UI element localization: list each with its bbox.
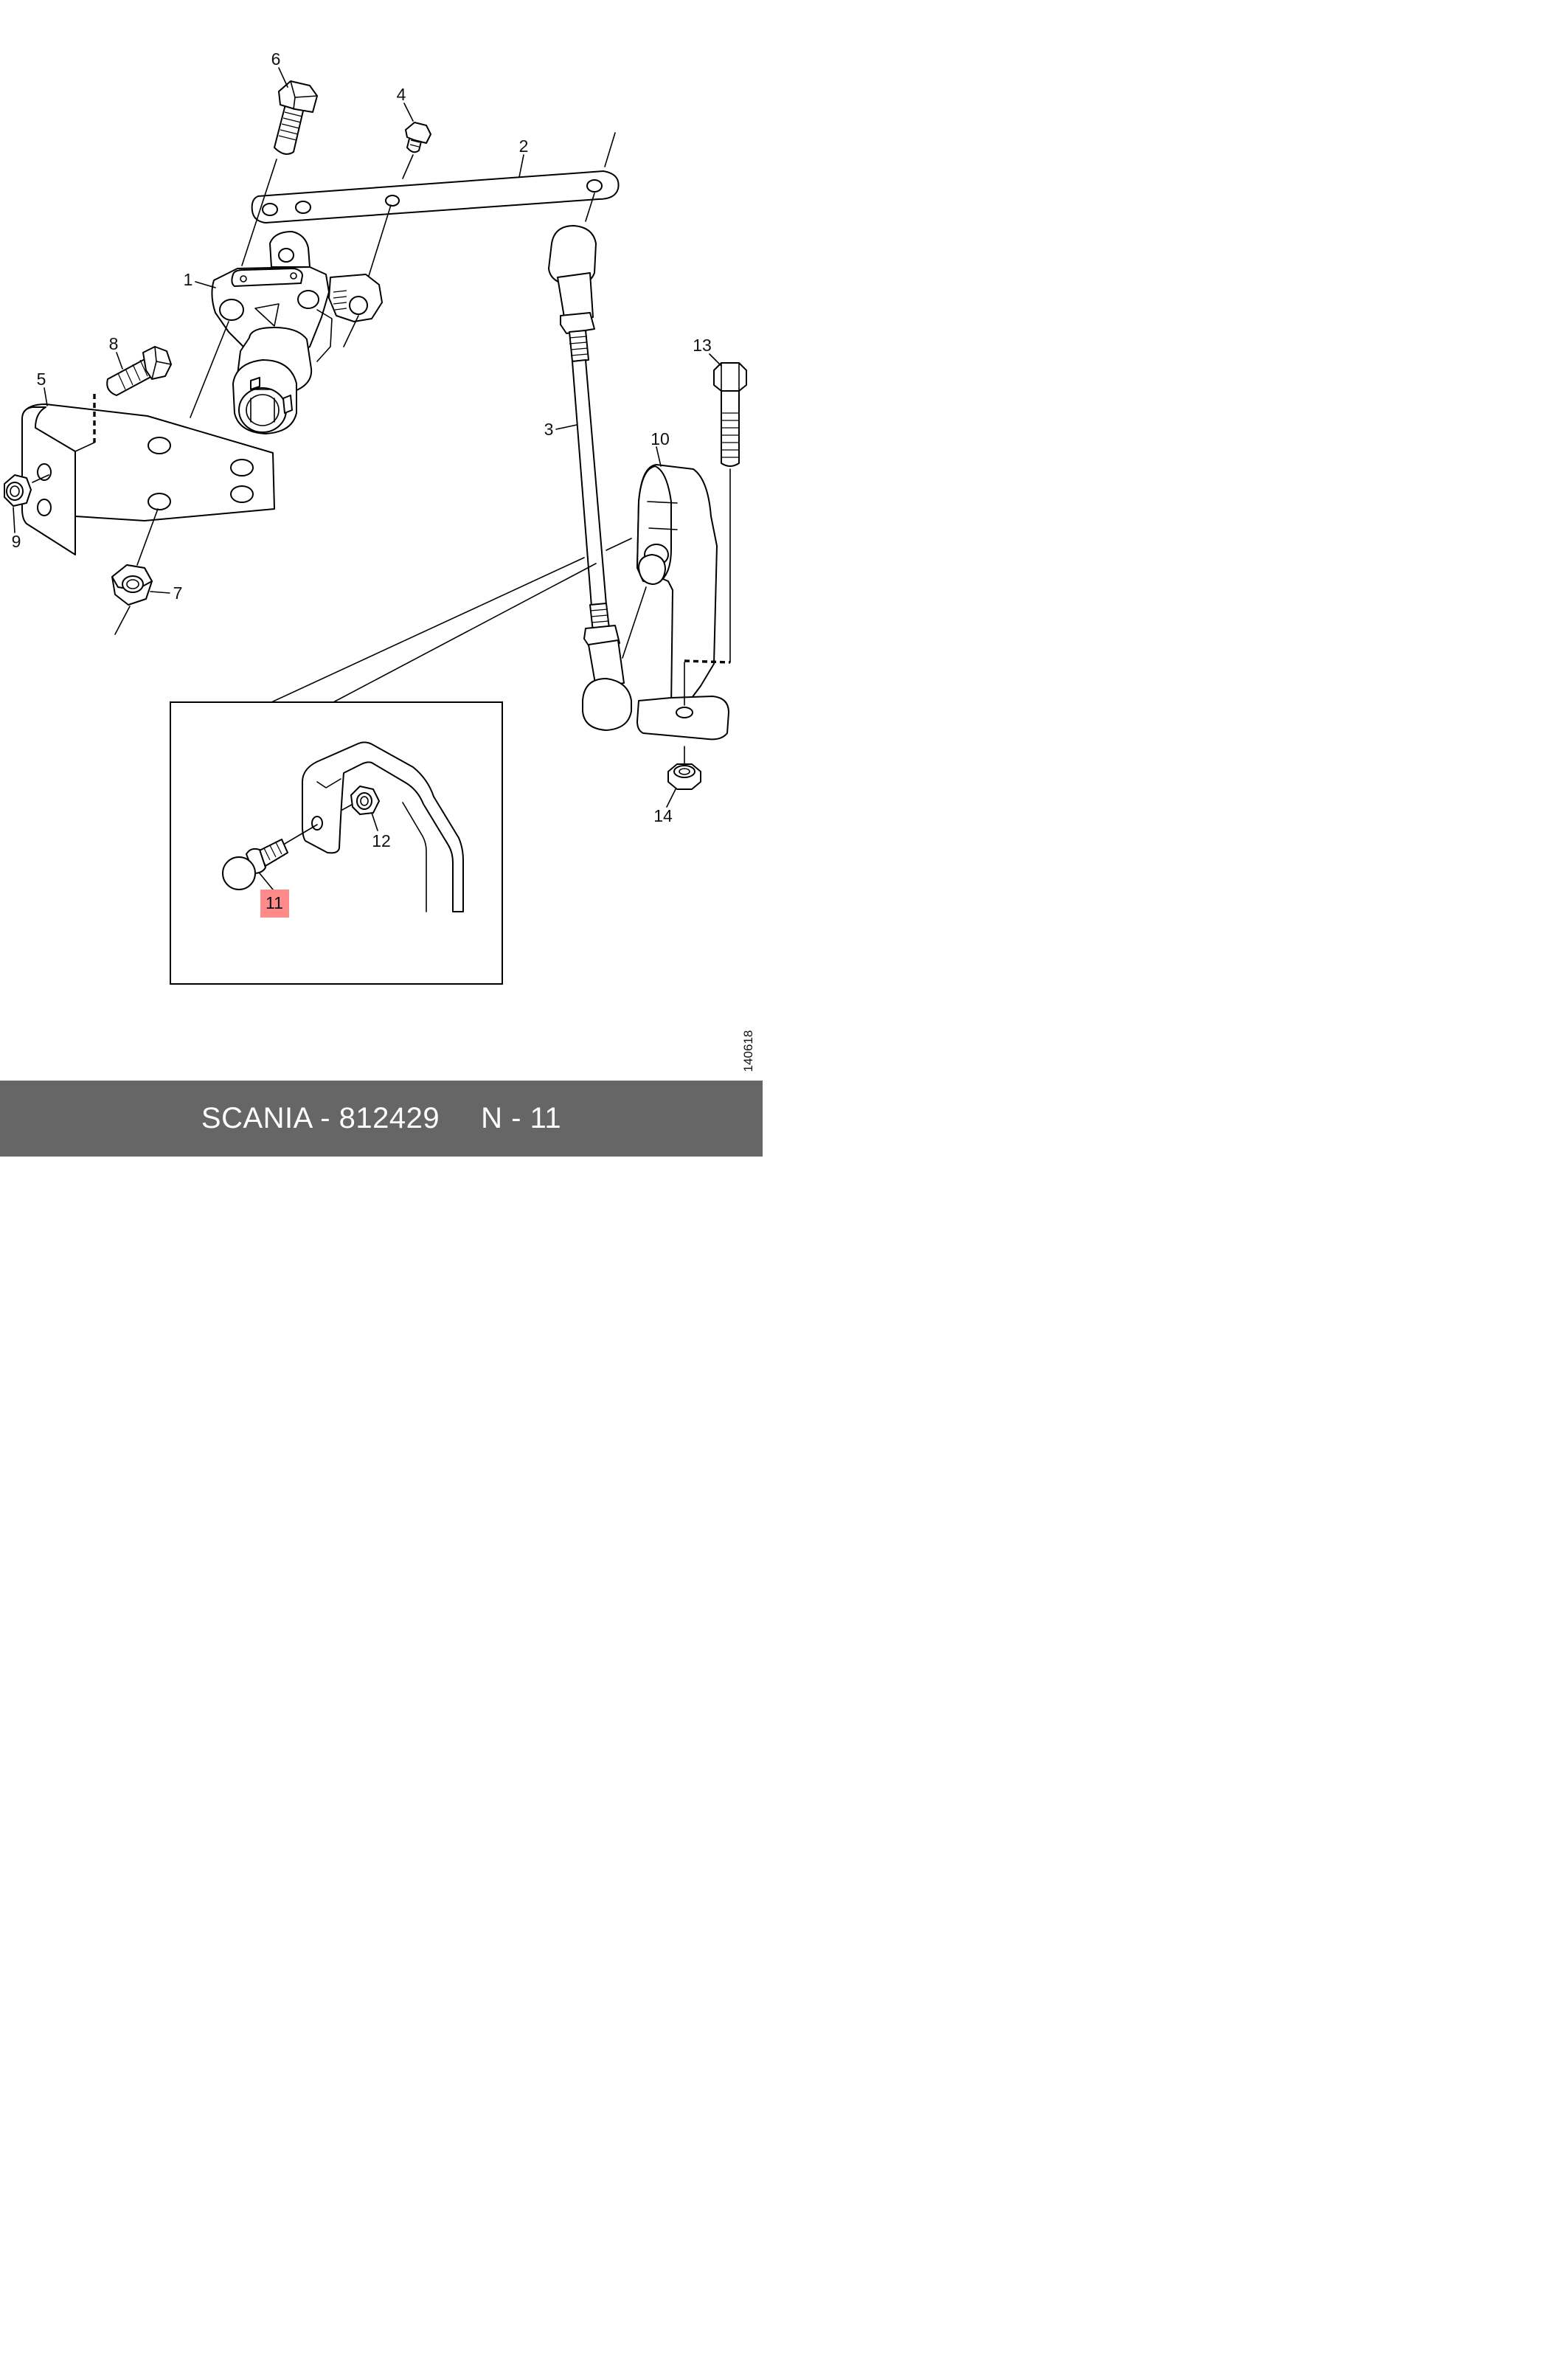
part-10-bracket bbox=[636, 464, 729, 741]
part-14-nut bbox=[667, 763, 701, 790]
callout-labels: 6 4 2 1 8 5 9 7 3 10 13 14 12 11 bbox=[12, 49, 712, 918]
part-1-level-sensor bbox=[211, 231, 383, 434]
part-9-nut bbox=[4, 474, 32, 507]
footer-brand-part: SCANIA - 812429 bbox=[201, 1102, 440, 1134]
detail-leader bbox=[271, 538, 632, 703]
callout-leaders bbox=[13, 67, 722, 890]
callout-11: 11 bbox=[266, 893, 283, 912]
footer-bar: SCANIA - 812429 N - 11 bbox=[0, 1081, 763, 1157]
exploded-parts-diagram: 6 4 2 1 8 5 9 7 3 10 13 14 12 11 140618 bbox=[0, 0, 763, 1081]
part-8-bolt bbox=[106, 346, 172, 396]
diagram-canvas: 6 4 2 1 8 5 9 7 3 10 13 14 12 11 140618 bbox=[4, 49, 755, 1072]
assembly-lines bbox=[32, 132, 731, 766]
callout-10: 10 bbox=[651, 429, 670, 448]
callout-4: 4 bbox=[397, 85, 406, 104]
part-13-bolt bbox=[713, 362, 747, 467]
callout-3: 3 bbox=[544, 420, 554, 439]
callout-13: 13 bbox=[693, 336, 712, 355]
part-2-lever-arm bbox=[251, 170, 620, 223]
callout-11-highlight bbox=[260, 890, 289, 918]
reference-number: 140618 bbox=[741, 1030, 755, 1072]
part-7-nut bbox=[111, 564, 153, 606]
callout-7: 7 bbox=[173, 583, 183, 603]
part-3-link-rod bbox=[548, 225, 632, 731]
detail-box bbox=[170, 701, 503, 985]
footer-page: N - 11 bbox=[481, 1102, 562, 1134]
callout-5: 5 bbox=[37, 370, 46, 389]
callout-9: 9 bbox=[12, 532, 21, 551]
callout-14: 14 bbox=[653, 806, 673, 825]
callout-1: 1 bbox=[184, 270, 193, 289]
part-6-bolt bbox=[274, 80, 318, 155]
callout-8: 8 bbox=[109, 334, 119, 353]
callout-6: 6 bbox=[271, 49, 281, 69]
part-11-ball-stud bbox=[222, 839, 288, 890]
callout-12: 12 bbox=[372, 831, 391, 850]
part-5-bracket bbox=[21, 403, 275, 555]
part-12-nut bbox=[350, 786, 380, 815]
callout-2: 2 bbox=[519, 136, 529, 156]
part-4-small-bolt bbox=[405, 122, 431, 153]
